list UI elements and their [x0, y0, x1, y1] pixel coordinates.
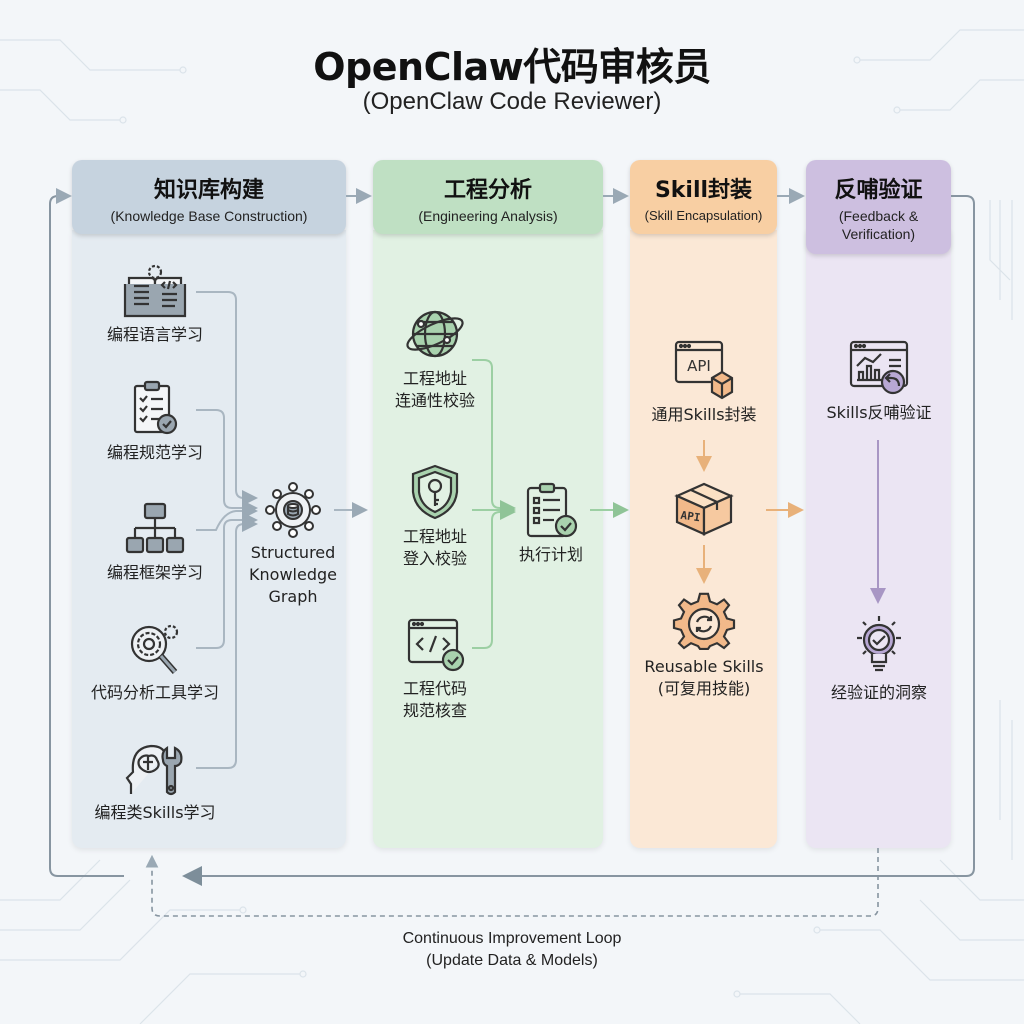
item-programming-language: 编程语言学习	[80, 262, 230, 346]
item-address-connectivity: 工程地址 连通性校验	[380, 304, 490, 412]
column-subtitle-line: (Feedback &	[838, 208, 919, 224]
item-reusable-skills: Reusable Skills (可复用技能)	[633, 590, 775, 700]
item-label-line: (可复用技能)	[657, 679, 751, 698]
item-label: 编程框架学习	[106, 563, 203, 582]
column-subtitle: (Skill Encapsulation)	[644, 208, 763, 223]
knowledge-graph-output: Structured Knowledge Graph	[245, 482, 341, 608]
item-label: 经验证的洞察	[830, 683, 927, 702]
item-label-line: 连通性校验	[394, 391, 475, 410]
column-title: Skill封装	[654, 178, 753, 203]
shield-key-icon	[411, 464, 459, 520]
lightbulb-check-icon	[857, 616, 901, 672]
item-label: 通用Skills封装	[651, 405, 757, 424]
column-feedback-verification: 反哺验证 (Feedback & Verification)	[806, 160, 951, 848]
column-title: 知识库构建	[153, 178, 264, 203]
column-subtitle: (Engineering Analysis)	[418, 208, 558, 224]
api-box-icon: API	[674, 482, 734, 536]
item-label-line: 登入校验	[402, 549, 467, 568]
item-api-package: API	[666, 478, 742, 542]
loop-label-line: (Update Data & Models)	[426, 952, 598, 969]
item-address-login: 工程地址 登入校验	[380, 462, 490, 570]
knowledge-graph-icon	[265, 482, 321, 538]
column-header-skill-encapsulation: Skill封装 (Skill Encapsulation)	[630, 160, 777, 234]
column-header-engineering-analysis: 工程分析 (Engineering Analysis)	[373, 160, 603, 234]
output-label-line: Graph	[268, 587, 318, 606]
book-code-icon	[123, 264, 187, 318]
execution-plan-output: 执行计划	[508, 480, 594, 566]
item-label: 编程类Skills学习	[94, 803, 216, 822]
item-verified-insights: 经验证的洞察	[808, 614, 950, 704]
item-label: 编程规范学习	[106, 443, 203, 462]
magnifier-gear-icon	[130, 624, 179, 674]
output-label: 执行计划	[518, 545, 583, 564]
api-text: API	[687, 357, 711, 375]
page-subtitle: (OpenClaw Code Reviewer)	[362, 88, 662, 115]
hierarchy-icon	[125, 502, 185, 554]
output-label-line: Knowledge	[249, 565, 337, 584]
item-code-standards-check: 工程代码 规范核查	[380, 616, 490, 722]
item-skills-feedback: Skills反哺验证	[808, 338, 950, 424]
column-subtitle: (Knowledge Base Construction)	[110, 208, 308, 224]
column-header-knowledge-base: 知识库构建 (Knowledge Base Construction)	[72, 160, 346, 234]
gear-refresh-icon	[672, 592, 736, 650]
chart-feedback-icon	[849, 340, 909, 395]
column-header-feedback-verification: 反哺验证 (Feedback & Verification)	[806, 160, 951, 254]
item-programming-framework: 编程框架学习	[80, 500, 230, 584]
item-label-line: 工程地址	[402, 527, 467, 546]
api-box-text: API	[680, 509, 701, 525]
code-window-check-icon	[407, 618, 465, 672]
item-programming-skills: 编程类Skills学习	[75, 740, 235, 824]
item-label-line: 工程代码	[402, 679, 467, 698]
column-body	[806, 230, 951, 848]
item-generic-skills: API 通用Skills封装	[633, 338, 775, 426]
loop-label-line: Continuous Improvement Loop	[402, 930, 622, 947]
item-label: 代码分析工具学习	[90, 683, 219, 702]
item-label: Skills反哺验证	[826, 403, 932, 422]
checklist-icon	[133, 380, 178, 435]
item-label-line: 规范核查	[402, 701, 467, 720]
item-label-line: 工程地址	[402, 369, 467, 388]
item-code-analysis-tools: 代码分析工具学习	[70, 620, 240, 704]
item-coding-standards: 编程规范学习	[80, 380, 230, 464]
page-title: OpenClaw代码审核员	[313, 45, 711, 89]
output-label-line: Structured	[250, 543, 336, 562]
column-title: 工程分析	[443, 178, 532, 203]
item-label: 编程语言学习	[106, 325, 203, 344]
clipboard-plan-icon	[526, 482, 578, 538]
globe-network-icon	[406, 310, 464, 358]
column-title: 反哺验证	[834, 178, 923, 203]
api-window-box-icon: API	[674, 340, 734, 400]
continuous-improvement-loop-label: Continuous Improvement Loop (Update Data…	[0, 928, 1024, 972]
item-label-line: Reusable Skills	[644, 657, 764, 676]
column-subtitle-line: Verification)	[841, 226, 916, 242]
brain-wrench-icon	[125, 744, 183, 796]
